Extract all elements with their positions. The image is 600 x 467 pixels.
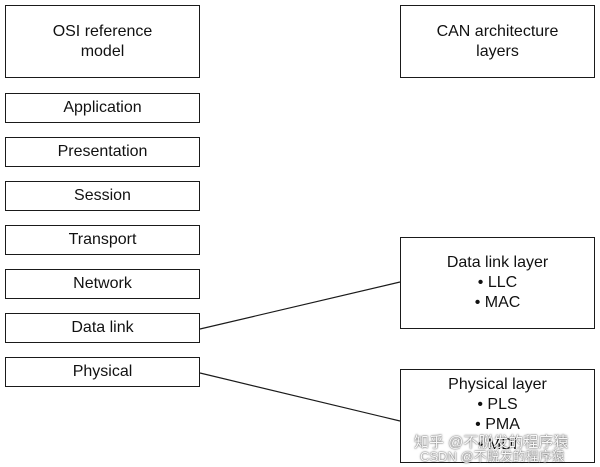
can-physical-title: Physical layer [448,376,547,393]
osi-layer-label: Transport [68,231,137,248]
osi-header-line-2: model [80,42,125,60]
can-data-link-box: Data link layer LLC MAC [400,237,595,329]
osi-header-box: OSI reference model [5,5,200,78]
osi-layer-application: Application [5,93,200,123]
can-header-line-1: CAN architecture [436,22,559,40]
osi-layer-label: Session [74,187,131,204]
osi-header-line-1: OSI reference [52,22,153,40]
can-header-box: CAN architecture layers [400,5,595,78]
can-sublayer-mac: MAC [475,293,521,313]
osi-layer-label: Physical [72,363,133,380]
osi-layer-data-link: Data link [5,313,200,343]
connector-physical [199,372,401,422]
osi-layer-session: Session [5,181,200,211]
osi-layer-label: Presentation [57,143,148,160]
osi-layer-label: Application [63,99,142,116]
csdn-watermark: CSDN @不脱发的程序猿 [420,449,565,464]
connector-data-link [199,281,401,330]
osi-layer-network: Network [5,269,200,299]
osi-layer-physical: Physical [5,357,200,387]
osi-layer-transport: Transport [5,225,200,255]
can-data-link-title: Data link layer [446,254,549,271]
can-sublayer-pls: PLS [477,395,517,415]
osi-layer-label: Data link [71,319,134,336]
zhihu-watermark: 知乎 @不脱发的程序猿 [414,434,569,451]
can-sublayer-mdi: MDI [478,435,517,455]
can-physical-box: Physical layer PLS PMA MDI [400,369,595,463]
can-header-line-2: layers [476,42,519,60]
can-sublayer-llc: LLC [478,273,517,293]
can-sublayer-pma: PMA [475,415,520,435]
osi-layer-presentation: Presentation [5,137,200,167]
osi-layer-label: Network [73,275,132,292]
